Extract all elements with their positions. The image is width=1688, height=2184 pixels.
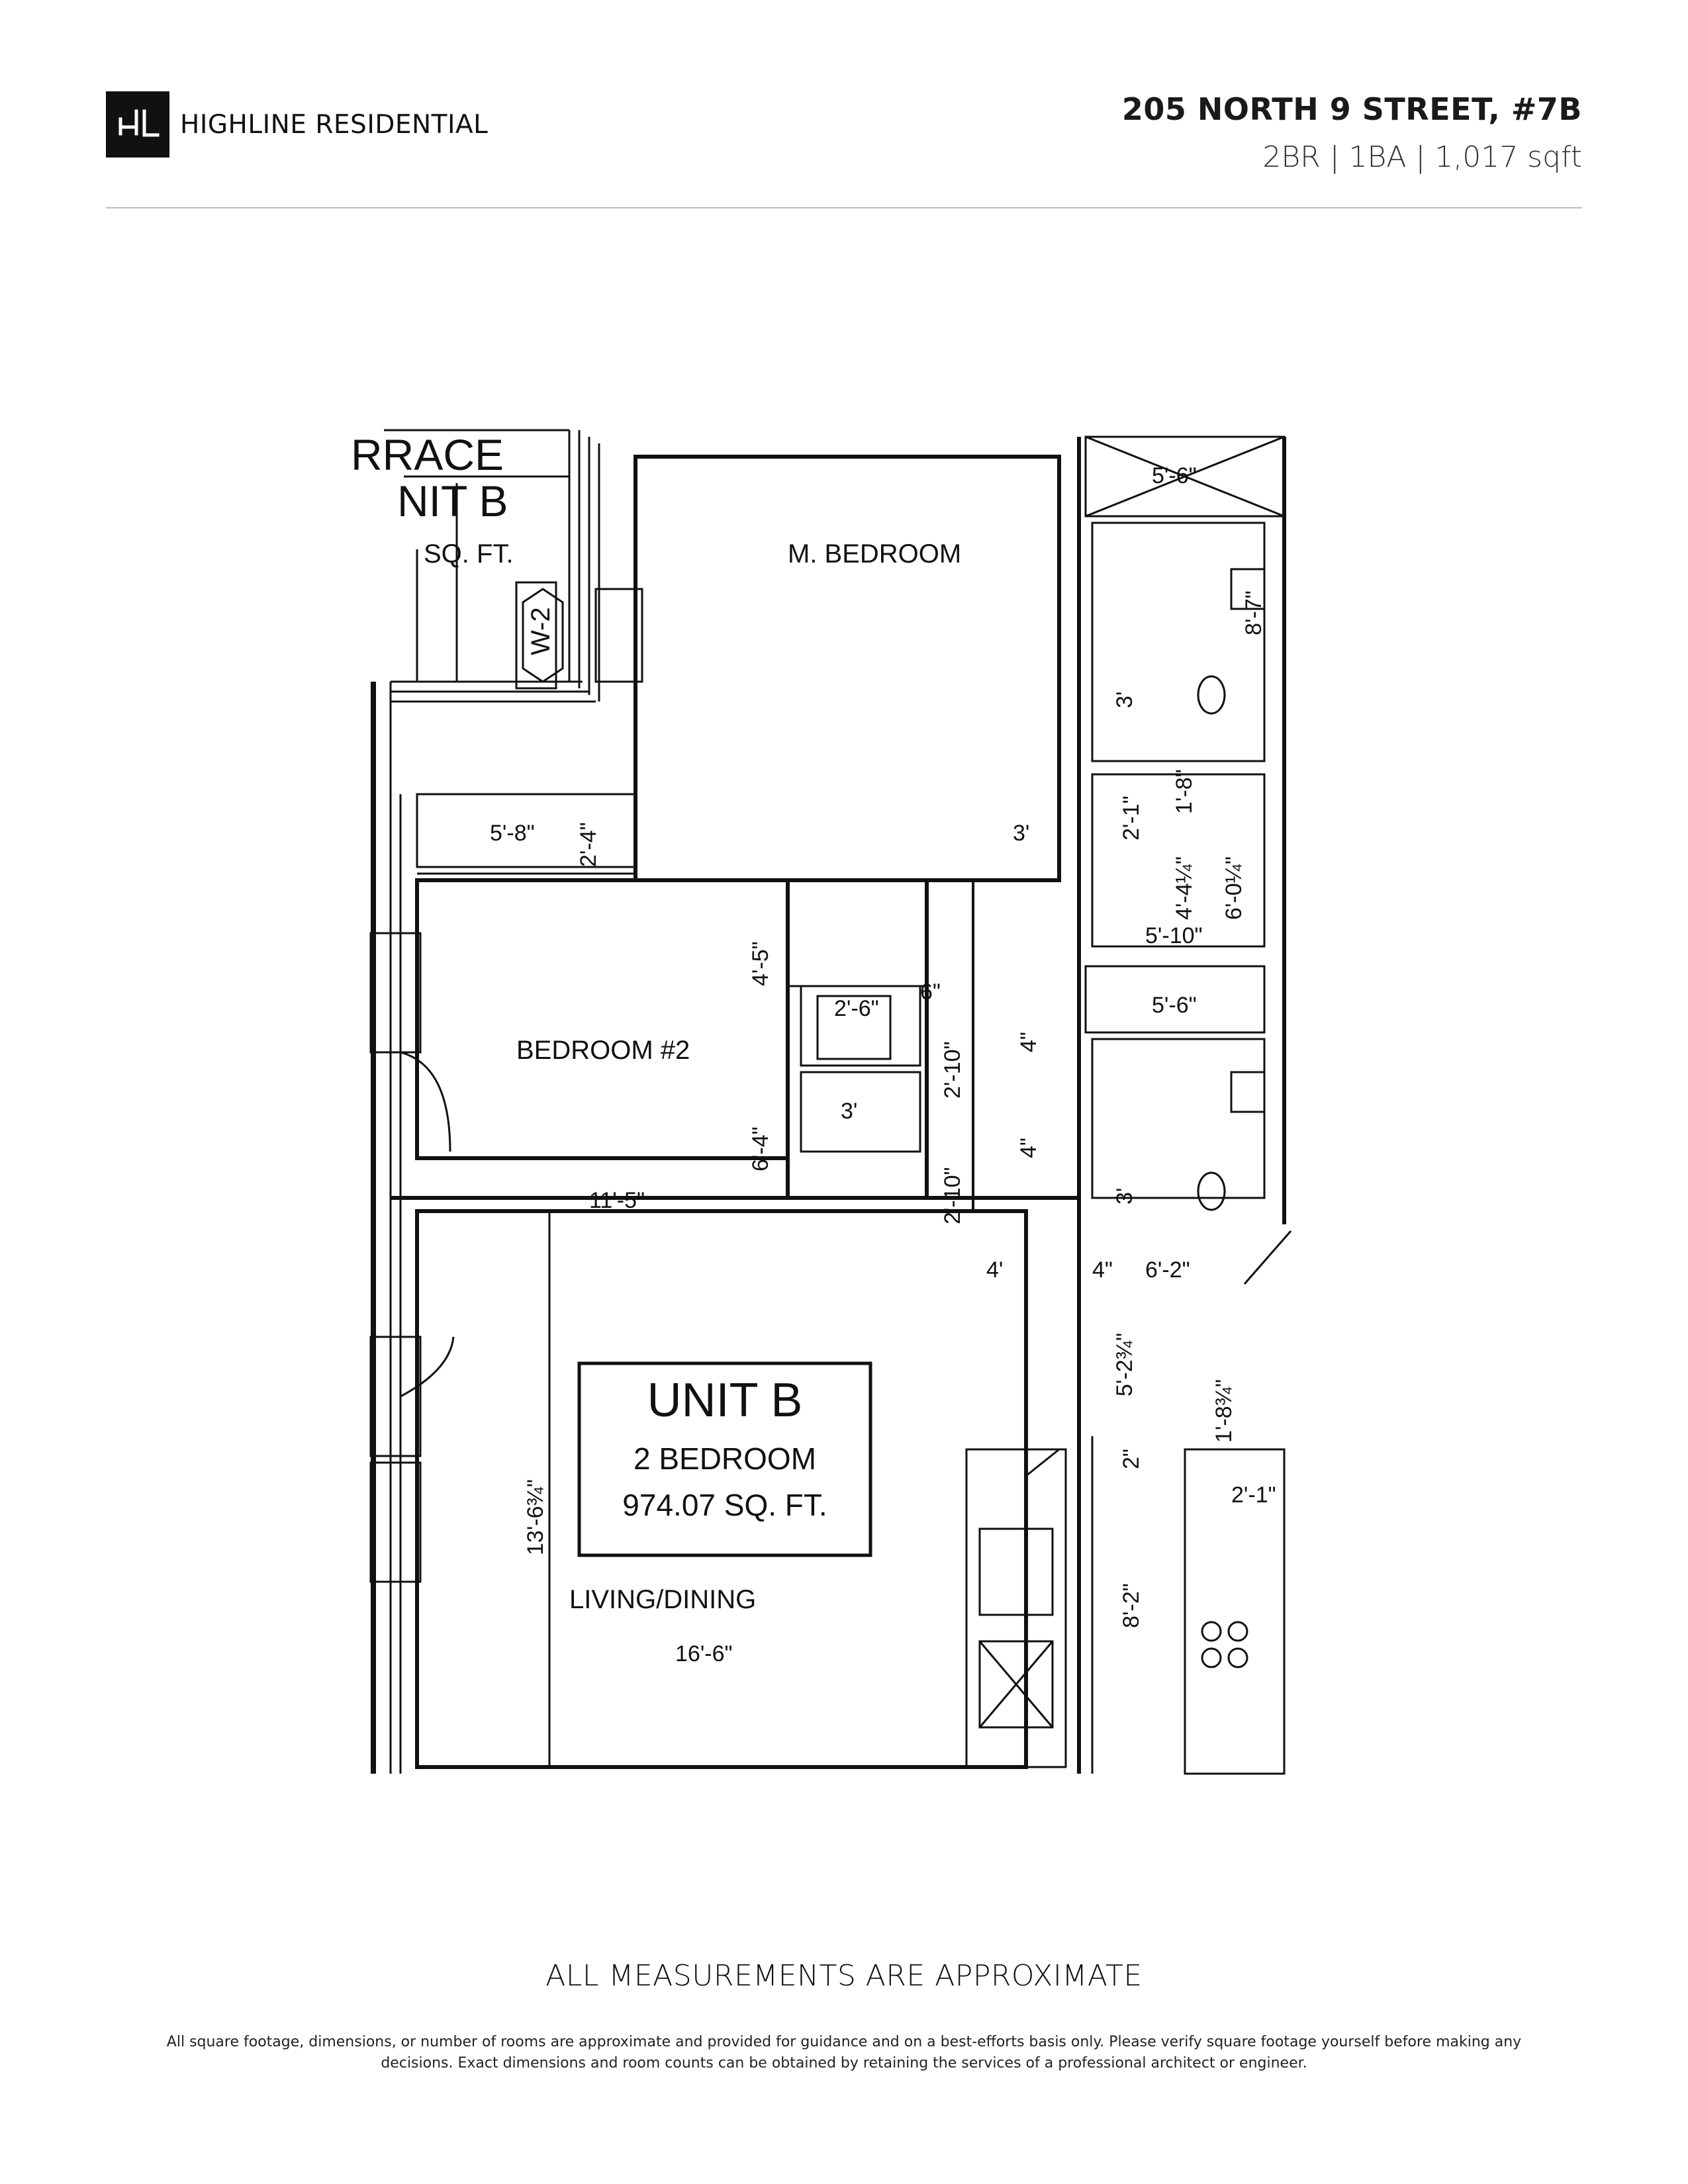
- terrace-label: RRACE: [351, 430, 504, 479]
- dim-label: 2'-1": [1119, 796, 1144, 841]
- dim-label: 6'-4": [748, 1126, 773, 1171]
- dim-label: 2'-4": [576, 822, 601, 867]
- dim-label: 2": [1119, 1449, 1144, 1469]
- dim-label: 1'-8¾": [1211, 1379, 1237, 1443]
- hl-monogram-icon: [106, 91, 169, 158]
- dim-label: 4": [1016, 1032, 1041, 1052]
- dim-label: 4": [1092, 1257, 1113, 1283]
- dim-label: 6'-0¼": [1221, 856, 1246, 920]
- dim-label: 4": [1016, 1138, 1041, 1158]
- header-divider: [106, 207, 1582, 208]
- header: HIGHLINE RESIDENTIAL 205 NORTH 9 STREET,…: [106, 91, 1582, 210]
- listing-specs: 2BR | 1BA | 1,017 sqft: [1262, 140, 1582, 174]
- dim-label: 3': [1112, 692, 1137, 708]
- dim-label: 5'-6": [1152, 993, 1197, 1018]
- dim-label: 2'-10": [940, 1041, 965, 1099]
- dim-label: 2'-6": [834, 996, 879, 1021]
- dim-label: 4'-5": [748, 941, 773, 986]
- floor-plan-drawing: RRACE NIT B SQ. FT. W-2 M. BEDROOM BEDRO…: [351, 429, 1292, 1775]
- dim-label: 5'-2¾": [1112, 1333, 1137, 1396]
- dim-label: 3': [1013, 821, 1029, 846]
- brand-logo[interactable]: HIGHLINE RESIDENTIAL: [106, 91, 488, 158]
- dim-label: 8'-2": [1119, 1583, 1144, 1628]
- measurements-note: ALL MEASUREMENTS ARE APPROXIMATE: [545, 1959, 1143, 1993]
- unit-name: UNIT B: [647, 1374, 803, 1427]
- dim-label: 5'-8": [490, 821, 535, 846]
- dim-label: 4'-4¼": [1172, 856, 1197, 920]
- unit-bedrooms: 2 BEDROOM: [633, 1441, 816, 1476]
- dim-label: 16'-6": [675, 1641, 733, 1666]
- floor-plan: RRACE NIT B SQ. FT. W-2 M. BEDROOM BEDRO…: [351, 417, 1331, 1780]
- dim-label: 1'-8": [1172, 769, 1197, 814]
- living-dining-label: LIVING/DINING: [569, 1585, 756, 1614]
- window-tag: W-2: [526, 607, 555, 655]
- unit-area: 974.07 SQ. FT.: [622, 1488, 827, 1522]
- brand-name: HIGHLINE RESIDENTIAL: [180, 109, 489, 140]
- dim-label: 6": [920, 979, 941, 1005]
- terrace-sqft-label: SQ. FT.: [424, 539, 514, 569]
- listing-info: 205 NORTH 9 STREET, #7B 2BR | 1BA | 1,01…: [1122, 91, 1582, 174]
- dim-label: 11'-5": [589, 1188, 645, 1213]
- dim-label: 8'-7": [1241, 590, 1266, 635]
- dim-label: 4': [986, 1257, 1003, 1283]
- dim-label: 5'-6": [1152, 463, 1197, 488]
- disclaimer-text: All square footage, dimensions, or numbe…: [166, 2034, 1522, 2071]
- dim-label: 2'-1": [1231, 1482, 1276, 1508]
- dim-label: 2'-10": [940, 1167, 965, 1224]
- dim-label: 6'-2": [1145, 1257, 1190, 1283]
- dim-label: 13'-6¾": [523, 1479, 548, 1555]
- master-bedroom-label: M. BEDROOM: [788, 539, 961, 569]
- bedroom-2-label: BEDROOM #2: [516, 1036, 690, 1065]
- terrace-unit-label: NIT B: [397, 477, 508, 525]
- dim-label: 5'-10": [1145, 923, 1203, 948]
- listing-address: 205 NORTH 9 STREET, #7B: [1121, 91, 1582, 127]
- dim-label: 3': [841, 1099, 857, 1124]
- dim-label: 3': [1112, 1188, 1137, 1205]
